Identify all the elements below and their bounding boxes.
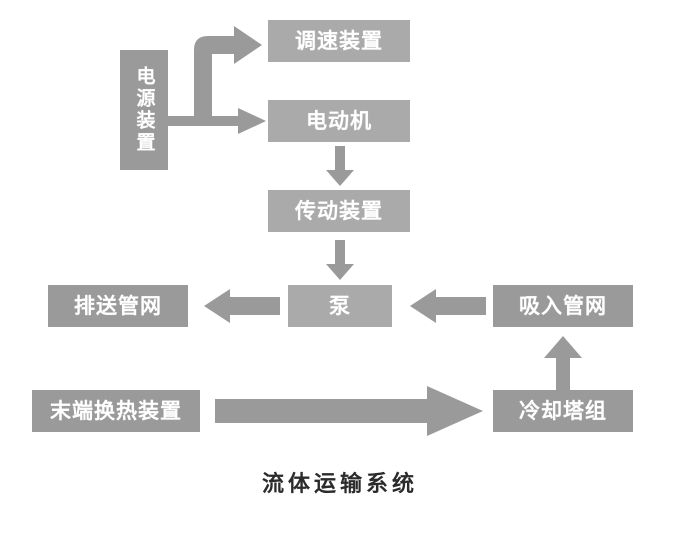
arrow-pump-to-discharge: [204, 289, 280, 323]
node-suction-pipe-net[interactable]: 吸入管网: [493, 285, 633, 327]
node-power-supply[interactable]: 电源装置: [120, 50, 168, 170]
arrow-power-to-motor: [168, 108, 266, 134]
node-transmission[interactable]: 传动装置: [268, 190, 410, 232]
node-cooling-tower-group[interactable]: 冷却塔组: [493, 390, 633, 432]
node-discharge-pipe-net[interactable]: 排送管网: [48, 285, 188, 327]
arrow-cooling-tower-to-suction: [544, 336, 582, 392]
arrow-suction-to-pump: [410, 289, 486, 323]
arrow-power-to-speed-regulator: [186, 26, 266, 118]
node-speed-regulator[interactable]: 调速装置: [268, 20, 410, 62]
node-electric-motor[interactable]: 电动机: [268, 100, 410, 142]
node-pump[interactable]: 泵: [288, 285, 392, 327]
arrow-terminal-to-cooling-tower: [215, 386, 483, 436]
arrow-motor-to-transmission: [326, 146, 354, 186]
node-terminal-heat-exchanger[interactable]: 末端换热装置: [32, 390, 200, 432]
diagram-caption: 流体运输系统: [261, 471, 418, 497]
arrow-transmission-to-pump: [326, 240, 354, 280]
